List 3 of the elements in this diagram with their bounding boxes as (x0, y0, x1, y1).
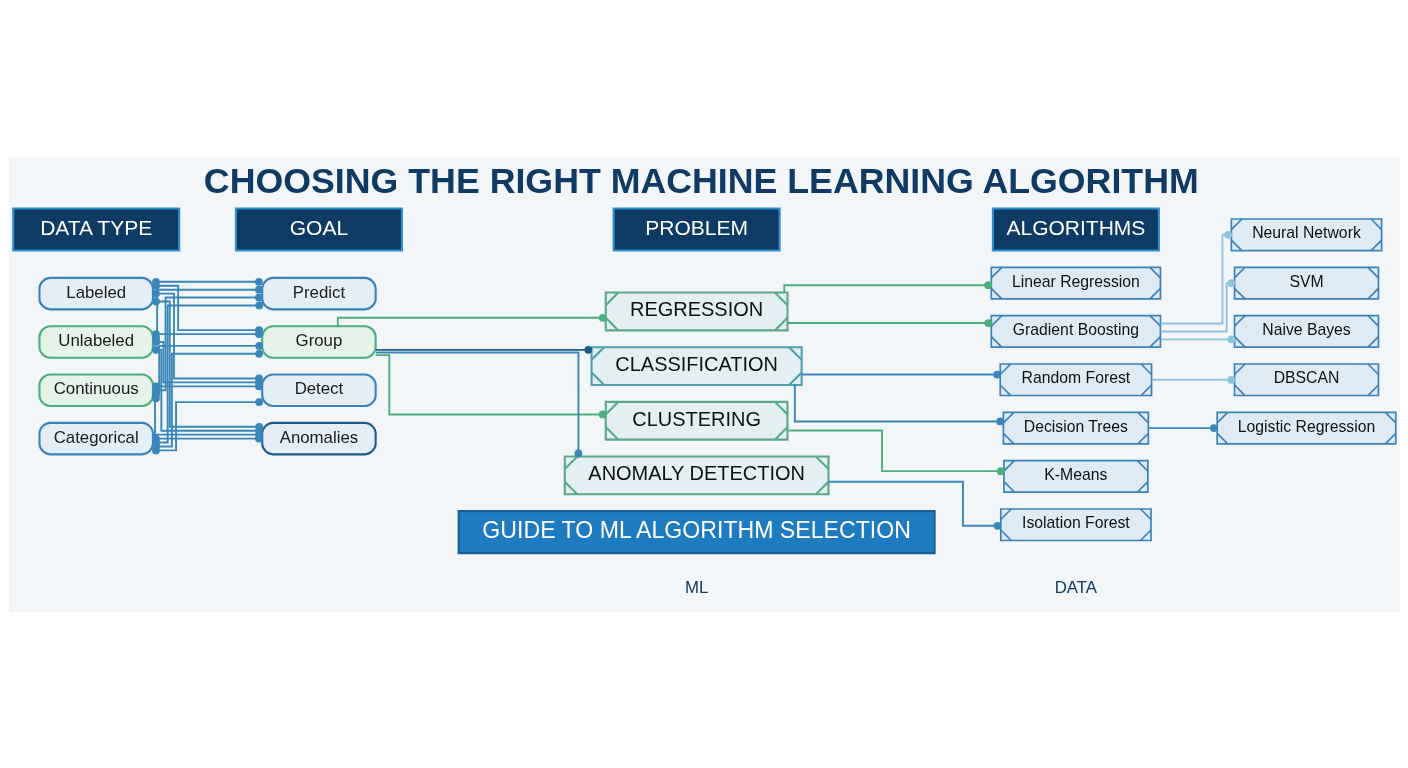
label: ML (684, 577, 708, 597)
label: DATA (1054, 577, 1097, 597)
diagram-title: CHOOSING THE RIGHT MACHINE LEARNING ALGORITHM (203, 160, 1199, 201)
